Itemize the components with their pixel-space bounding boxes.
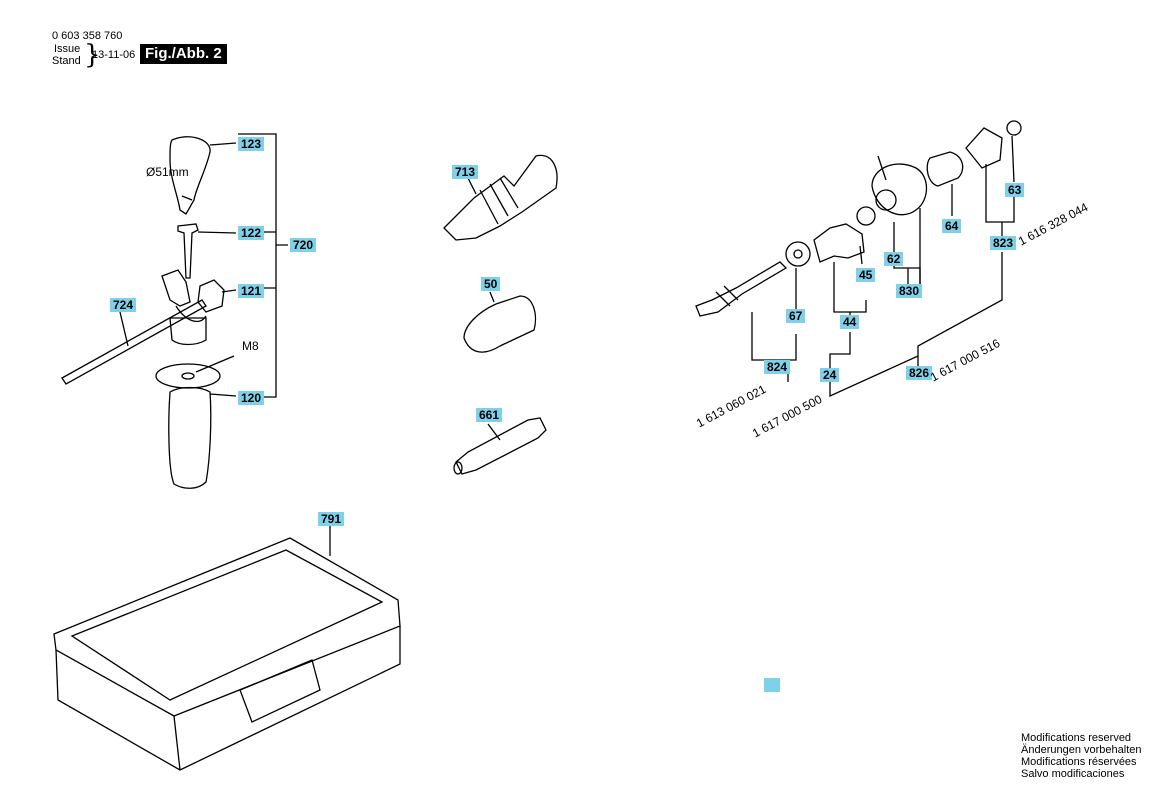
doc-number: 0 603 358 760: [52, 30, 123, 42]
sleeve-part: [926, 151, 964, 187]
bolt-part: [177, 223, 199, 279]
brace-symbol: }: [84, 40, 101, 70]
callout-121: 121: [238, 284, 265, 298]
callout-724: 724: [110, 298, 137, 312]
handle-part: [168, 386, 212, 489]
callout-661: 661: [476, 408, 503, 422]
callout-720: 720: [290, 238, 317, 252]
chuck-713-part: [443, 154, 558, 241]
diameter-annotation: Ø51mm: [146, 165, 189, 179]
callout-823: 823: [990, 236, 1017, 250]
case-body-part: [55, 626, 401, 771]
callout-826: 826: [906, 366, 933, 380]
callout-67: 67: [786, 309, 806, 323]
callout-122: 122: [238, 226, 265, 240]
group-bracket-826: [829, 252, 1003, 398]
mod-line-de: Änderungen vorbehalten: [1021, 744, 1142, 756]
figure-title: Fig./Abb. 2: [140, 44, 227, 64]
callout-24: 24: [820, 368, 840, 382]
callout-824: 824: [764, 360, 791, 374]
issue-date: 13-11-06: [92, 49, 136, 61]
callout-44: 44: [840, 315, 860, 329]
mod-line-es: Salvo modificaciones: [1021, 768, 1125, 780]
spindle-part: [695, 261, 788, 317]
gear-housing-part: [871, 163, 928, 216]
color-swatch: [764, 678, 780, 692]
bracket-720: [238, 133, 277, 398]
callout-791: 791: [318, 512, 345, 526]
chuck-50-part: [463, 295, 537, 353]
callout-713: 713: [452, 165, 479, 179]
bearing-part: [785, 241, 811, 267]
issue-label: Issue: [54, 43, 81, 55]
stand-label: Stand: [52, 55, 81, 67]
clutch-part: [813, 223, 865, 263]
callout-45: 45: [856, 268, 876, 282]
group-bracket-24: [787, 332, 851, 382]
mod-line-fr: Modifications réservées: [1021, 756, 1137, 768]
callout-62: 62: [884, 252, 904, 266]
callout-64: 64: [942, 219, 962, 233]
washer-part: [155, 363, 221, 389]
callout-120: 120: [238, 391, 265, 405]
clamp-part: [161, 269, 191, 307]
callout-63: 63: [1005, 183, 1025, 197]
depth-rod-part: [61, 299, 207, 385]
modifications-note: Modifications reserved Änderungen vorbeh…: [1021, 732, 1141, 780]
callout-830: 830: [896, 284, 923, 298]
pinion-part: [965, 127, 1003, 169]
group-bracket-823: [985, 164, 1015, 223]
mod-line-en: Modifications reserved: [1021, 732, 1132, 744]
grease-tube-part: [455, 417, 547, 475]
callout-50: 50: [481, 277, 501, 291]
thread-annotation: M8: [242, 339, 259, 353]
callout-123: 123: [238, 137, 265, 151]
